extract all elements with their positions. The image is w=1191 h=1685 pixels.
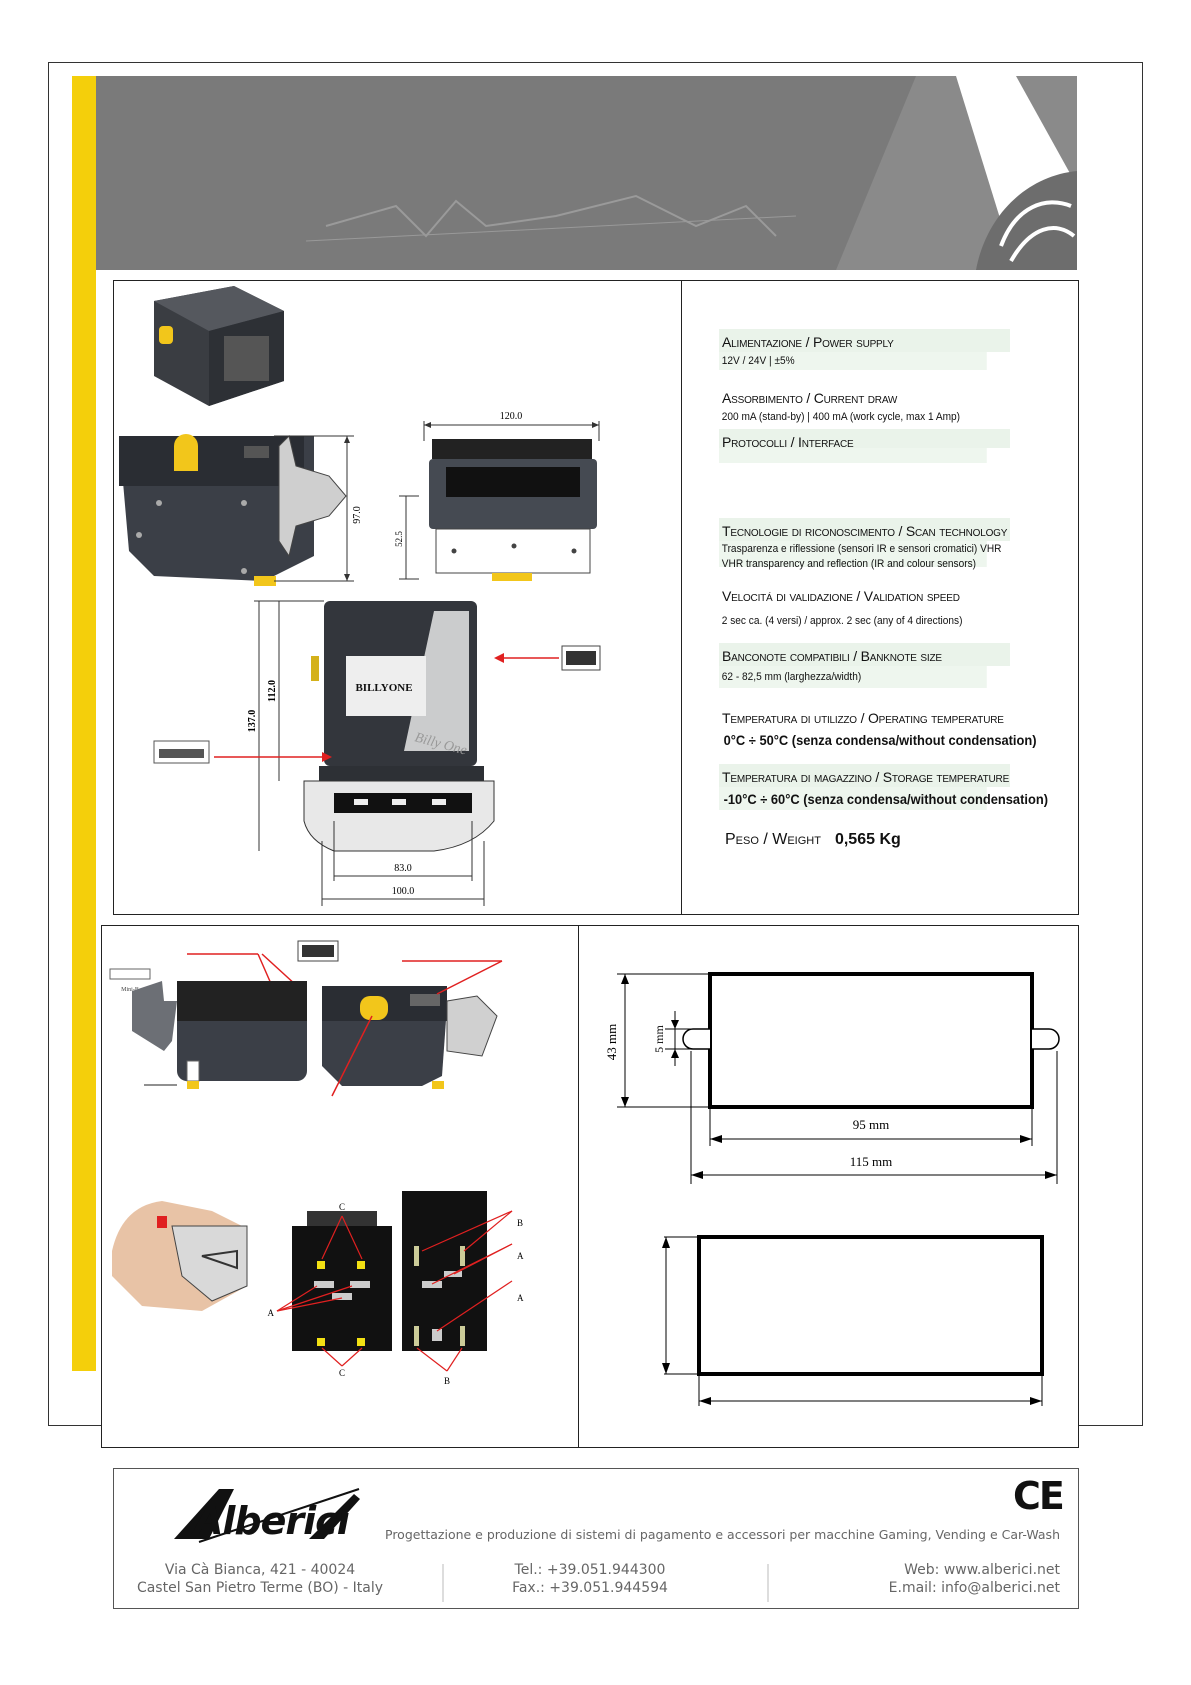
mini-b-label: Mini-B xyxy=(121,987,139,993)
fixing-points-diagram: C C A B A A B xyxy=(268,1191,524,1386)
spec-value: -10°C ÷ 60°C (senza condensa/without con… xyxy=(719,787,1048,810)
address-block: Via Cà Bianca, 421 - 40024 Castel San Pi… xyxy=(130,1561,390,1597)
spec-heading: Temperatura di utilizzo / Operating temp… xyxy=(719,705,1010,728)
address-line-2: Castel San Pietro Terme (BO) - Italy xyxy=(136,1580,384,1596)
label-b-top: B xyxy=(517,1218,523,1228)
spec-heading: Tecnologie di riconoscimento / Scan tech… xyxy=(719,518,1010,541)
tel: Tel.: +39.051.944300 xyxy=(514,1562,666,1578)
dim-100: 100.0 xyxy=(392,886,415,897)
dim-95mm: 95 mm xyxy=(853,1117,889,1132)
yellow-side-stripe xyxy=(72,76,96,1371)
weight-value: 0,565 Kg xyxy=(834,831,901,848)
label-a-right-2: A xyxy=(517,1293,524,1303)
side-view-drawing: 97.0 xyxy=(119,434,363,586)
tagline: Progettazione e produzione di sistemi di… xyxy=(385,1527,1060,1542)
spec-heading: Temperatura di magazzino / Storage tempe… xyxy=(719,764,1010,787)
spec-storage-temp: Temperatura di magazzino / Storage tempe… xyxy=(719,764,1048,810)
dim-115mm: 115 mm xyxy=(850,1154,893,1169)
product-drawings-panel: 97.0 120.0 52.5 BILLYONE Billy One xyxy=(113,280,682,915)
footer: Alberici xyxy=(113,1468,1079,1609)
spec-value: 200 mA (stand-by) | 400 mA (work cycle, … xyxy=(719,408,987,426)
email-link[interactable]: E.mail: info@alberici.net xyxy=(888,1580,1060,1596)
spec-banknote: Banconote compatibili / Banknote size 62… xyxy=(719,643,1010,688)
label-c-bottom: C xyxy=(339,1368,345,1378)
web-link[interactable]: Web: www.alberici.net xyxy=(904,1562,1060,1578)
spec-value-2: VHR transparency and reflection (IR and … xyxy=(719,556,987,570)
spec-value: 2 sec ca. (4 versi) / approx. 2 sec (any… xyxy=(719,606,987,628)
cutout-plain xyxy=(662,1235,1044,1406)
spec-current: Assorbimento / Current draw 200 mA (stan… xyxy=(719,385,1010,426)
panel-cutout-drawings: 43 mm 5 mm 95 mm 115 mm xyxy=(578,925,1079,1448)
billyone-label: BILLYONE xyxy=(355,682,412,694)
phone-block: Tel.: +39.051.944300 Fax.: +39.051.94459… xyxy=(480,1561,700,1597)
spec-heading: Banconote compatibili / Banknote size xyxy=(719,643,1010,666)
label-b-bottom: B xyxy=(444,1376,450,1386)
spec-value xyxy=(719,448,987,463)
features-panel: Mini-B xyxy=(101,925,580,1448)
spec-interface: Protocolli / Interface xyxy=(719,429,1010,463)
product-photo xyxy=(154,286,284,406)
spec-operating-temp: Temperatura di utilizzo / Operating temp… xyxy=(719,705,1037,751)
front-view-drawing: 120.0 52.5 xyxy=(394,411,600,581)
spec-power: Alimentazione / Power supply 12V / 24V |… xyxy=(719,329,1010,370)
dim-137: 137.0 xyxy=(247,710,258,733)
web-block: Web: www.alberici.net E.mail: info@alber… xyxy=(800,1561,1060,1597)
side-views-photo: Mini-B xyxy=(109,940,503,1097)
header-banner xyxy=(96,76,1077,270)
dim-120: 120.0 xyxy=(500,411,523,422)
address-line-1: Via Cà Bianca, 421 - 40024 xyxy=(164,1562,356,1578)
cutout-with-slots: 43 mm 5 mm 95 mm 115 mm xyxy=(604,972,1060,1184)
weight-label: Peso / Weight xyxy=(725,831,821,848)
alberici-logo xyxy=(174,1488,360,1543)
spec-heading: Assorbimento / Current draw xyxy=(719,385,1010,408)
ce-mark: CE xyxy=(1013,1474,1065,1518)
label-c-top: C xyxy=(339,1202,345,1212)
spec-scan: Tecnologie di riconoscimento / Scan tech… xyxy=(719,518,1010,570)
spec-heading: Protocolli / Interface xyxy=(719,429,1010,450)
spec-value: Trasparenza e riflessione (sensori IR e … xyxy=(719,541,1001,556)
spec-weight: Peso / Weight 0,565 Kg xyxy=(725,831,901,849)
top-view-drawing: BILLYONE Billy One 137.0 112.0 83.0 100.… xyxy=(153,600,601,906)
spec-value: 0°C ÷ 50°C (senza condensa/without conde… xyxy=(719,728,1037,751)
hand-removal-photo xyxy=(112,1201,248,1311)
spec-value: 62 - 82,5 mm (larghezza/width) xyxy=(719,666,987,688)
spec-heading: Velocitá di validazione / Validation spe… xyxy=(719,583,1010,606)
dim-83: 83.0 xyxy=(394,863,412,874)
label-a-left: A xyxy=(268,1308,275,1318)
dim-5mm: 5 mm xyxy=(652,1025,666,1053)
spec-heading: Alimentazione / Power supply xyxy=(719,329,1010,352)
spec-speed: Velocitá di validazione / Validation spe… xyxy=(719,583,1010,628)
label-a-right-1: A xyxy=(517,1251,524,1261)
dim-97: 97.0 xyxy=(352,506,363,524)
brand-name: Alberici xyxy=(194,1499,350,1543)
dim-112: 112.0 xyxy=(267,680,278,702)
spec-value: 12V / 24V | ±5% xyxy=(719,352,987,370)
dim-52-5: 52.5 xyxy=(394,531,404,547)
fax: Fax.: +39.051.944594 xyxy=(512,1580,668,1596)
dim-43mm: 43 mm xyxy=(604,1024,619,1060)
